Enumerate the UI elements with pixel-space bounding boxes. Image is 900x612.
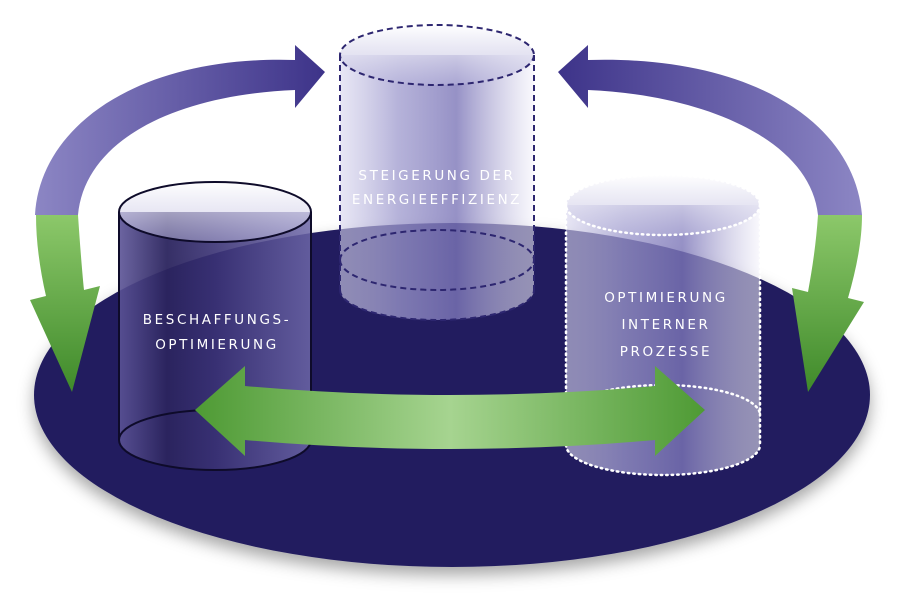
- label-prozesse-line2: INTERNER: [621, 317, 710, 333]
- purple-arrow-left: [35, 45, 325, 215]
- label-beschaffung-line1: BESCHAFFUNGS-: [143, 312, 291, 328]
- label-beschaffung-line2: OPTIMIERUNG: [155, 337, 279, 353]
- purple-arrow-right: [558, 45, 862, 215]
- green-arrow-left: [30, 215, 100, 392]
- green-arrow-horizontal: [195, 366, 705, 456]
- label-energie-line2: ENERGIEEFFIZIENZ: [352, 192, 522, 208]
- green-arrow-right: [792, 215, 864, 392]
- label-energie-line1: STEIGERUNG DER: [358, 168, 515, 184]
- label-prozesse-line1: OPTIMIERUNG: [604, 290, 728, 306]
- cylinder-energie: STEIGERUNG DER ENERGIEEFFIZIENZ: [339, 24, 535, 321]
- label-prozesse-line3: PROZESSE: [620, 344, 712, 360]
